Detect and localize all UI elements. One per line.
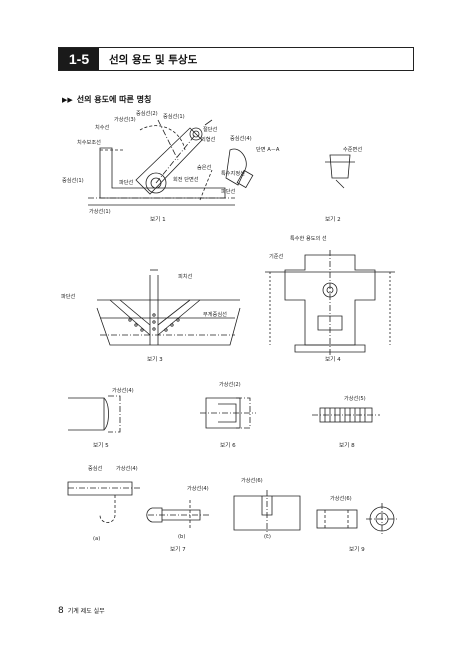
figure-3-labels: 피치선 파단선 무게중심선 xyxy=(61,272,227,318)
label-f6-0: 가상선(2) xyxy=(219,380,241,388)
caption-figure-6: 보기 6 xyxy=(220,441,236,449)
label-f1-0: 중심선(2) xyxy=(136,109,158,117)
caption-figure-7: 보기 7 xyxy=(170,545,186,553)
section-title: 선의 용도 및 투상도 xyxy=(109,53,198,66)
triangle-bullet-icon: ▶▶ xyxy=(62,95,73,104)
label-f3-2: 무게중심선 xyxy=(203,310,227,318)
caption-figure-4: 보기 4 xyxy=(325,355,341,363)
figure-5-drawing xyxy=(68,395,121,433)
caption-figure-9: 보기 9 xyxy=(349,545,365,553)
figure-9-labels: 가상선(6) 가상선(6) (c) xyxy=(241,476,352,540)
label-f1-4: 치수보조선 xyxy=(77,138,101,146)
caption-figure-3: 보기 3 xyxy=(147,355,163,363)
label-f1-8: 특수지정선 xyxy=(221,169,245,177)
subheading-text: 선의 용도에 따른 명칭 xyxy=(76,95,152,104)
label-f1-13: 가상선(1) xyxy=(89,207,111,215)
label-f9-0: 가상선(6) xyxy=(241,476,263,484)
label-f1-6: 외형선 xyxy=(201,135,216,143)
figure-5-labels: 가상선(4) xyxy=(112,386,134,394)
caption-figure-8: 보기 8 xyxy=(339,441,355,449)
label-f4-1: 기준선 xyxy=(269,252,284,260)
caption-figure-2: 보기 2 xyxy=(325,215,341,223)
label-f3-0: 피치선 xyxy=(178,272,193,280)
figure-8-labels: 가상선(5) xyxy=(344,394,366,402)
label-f1-15: 중심선(4) xyxy=(230,134,252,142)
label-f1-10: 파단선 xyxy=(119,178,134,186)
label-f3-1: 파단선 xyxy=(61,292,76,300)
figure-7-drawing xyxy=(67,481,210,530)
subheading: ▶▶ 선의 용도에 따른 명칭 xyxy=(62,94,151,105)
page-footer: 8 기계 제도 실무 xyxy=(58,606,105,616)
figure-1-labels: 중심선(2) 중심선(1) 가상선(3) 치수선 치수보조선 절단선 외형선 숨… xyxy=(62,109,280,215)
label-f1-11: 회전 단면선 xyxy=(173,175,199,183)
label-f2-0: 수준면선 xyxy=(343,145,362,153)
figure-1-drawing xyxy=(88,119,355,206)
caption-figure-1: 보기 1 xyxy=(150,215,166,223)
section-header: 1-5 선의 용도 및 투상도 xyxy=(58,47,414,71)
label-f7-2: 가상선(4) xyxy=(187,484,209,492)
figure-9-drawing xyxy=(233,490,398,535)
label-f9-1: 가상선(6) xyxy=(330,494,352,502)
label-f1-5: 절단선 xyxy=(203,125,218,133)
label-f1-3: 치수선 xyxy=(95,123,110,131)
label-f5-0: 가상선(4) xyxy=(112,386,134,394)
label-f7-4: (b) xyxy=(178,534,185,540)
label-f1-1: 중심선(1) xyxy=(163,112,185,120)
label-f4-0: 특수한 용도의 선 xyxy=(290,234,327,242)
section-number: 1-5 xyxy=(59,48,99,70)
figure-6-labels: 가상선(2) xyxy=(219,380,241,388)
label-f9-2: (c) xyxy=(264,534,271,540)
label-f1-2: 가상선(3) xyxy=(114,115,136,123)
label-f8-0: 가상선(5) xyxy=(344,394,366,402)
label-f1-7: 숨은선 xyxy=(197,163,212,171)
label-f1-12: 파단선 xyxy=(221,187,236,195)
figure-4-drawing xyxy=(265,250,395,355)
figure-3-drawing xyxy=(96,269,241,346)
figure-4-labels: 특수한 용도의 선 기준선 xyxy=(269,234,327,260)
label-f1-9: 중심선(1) xyxy=(62,176,84,184)
label-f7-1: 가상선(4) xyxy=(116,464,138,472)
figure-6-drawing xyxy=(200,397,256,429)
figure-captions: 보기 1 보기 2 보기 3 보기 4 보기 5 보기 6 보기 7 보기 8 … xyxy=(93,215,365,553)
figure-8-drawing xyxy=(312,407,380,423)
page-number: 8 xyxy=(58,606,64,616)
caption-figure-5: 보기 5 xyxy=(93,441,109,449)
label-f1-14: 단면 A－A xyxy=(256,145,280,153)
footer-text: 기계 제도 실무 xyxy=(67,608,105,615)
figure-2-labels: 수준면선 xyxy=(343,145,362,153)
label-f7-0: 중심선 xyxy=(88,464,103,472)
label-f7-3: (a) xyxy=(93,536,100,542)
figure-7-labels: 중심선 가상선(4) 가상선(4) (a) (b) xyxy=(88,464,209,542)
